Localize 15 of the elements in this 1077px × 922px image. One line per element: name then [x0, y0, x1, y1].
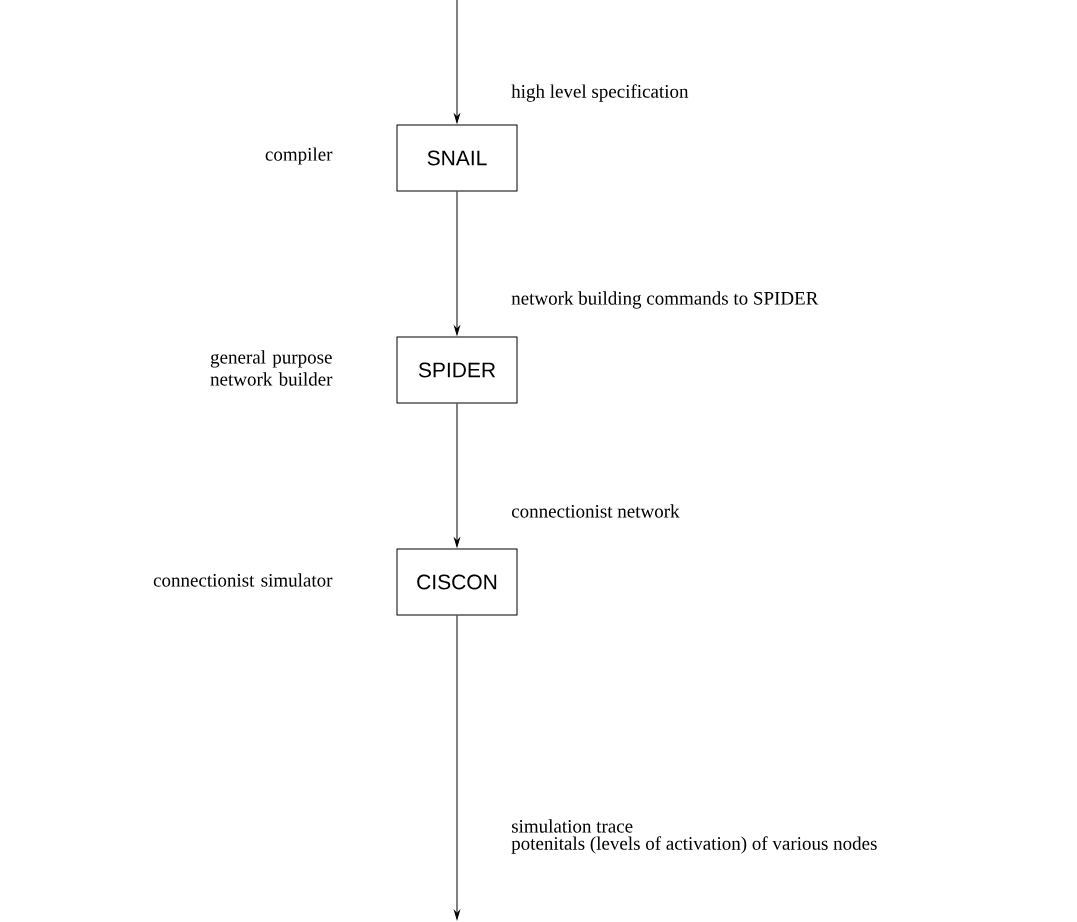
side-label: general purpose network builder: [210, 350, 333, 386]
edge-label: simulation trace: [510, 818, 635, 834]
arrow: [454, 403, 460, 548]
side-label: compiler: [265, 147, 333, 165]
process-box: CISCON: [396, 548, 518, 616]
edge-label: high level specification: [510, 83, 690, 103]
arrow: [454, 191, 460, 336]
side-label: connectionist simulator: [153, 573, 333, 587]
arrow: [454, 0, 460, 124]
arrow: [454, 615, 460, 920]
edge-label: connectionist network: [510, 503, 681, 519]
note-label: potenitals (levels of activation) of various nodes: [511, 836, 877, 854]
process-box: SPIDER: [396, 336, 518, 404]
process-box: SNAIL: [396, 124, 518, 192]
edge-label: network building commands to SPIDER: [510, 290, 820, 310]
